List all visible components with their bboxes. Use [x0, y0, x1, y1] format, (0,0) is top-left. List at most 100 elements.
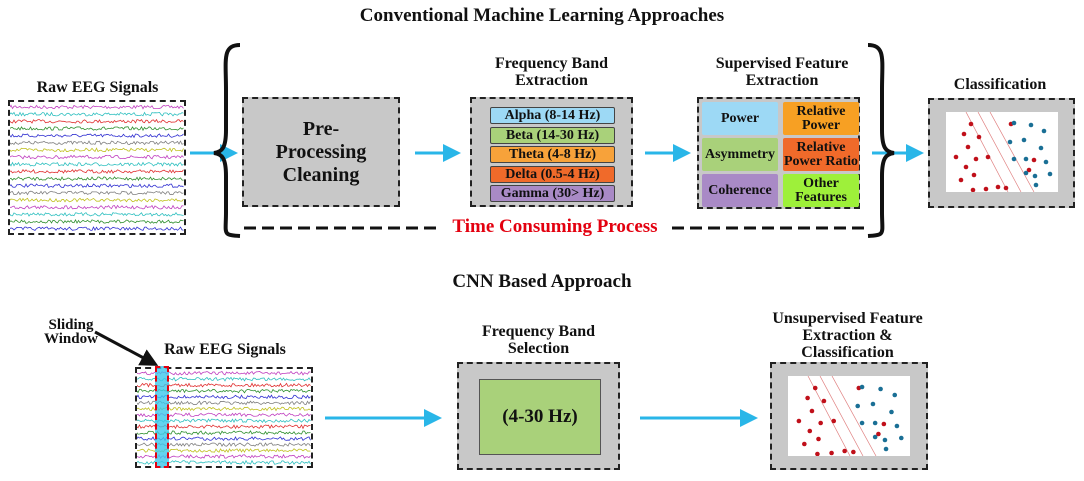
class-b-point: [872, 434, 878, 440]
feature-asymmetry: Asymmetry: [702, 138, 778, 171]
class-a-point: [970, 187, 976, 192]
class-a-point: [809, 408, 815, 414]
class-a-point: [796, 418, 802, 424]
eeg-channel-trace: [10, 161, 184, 167]
class-b-point: [889, 409, 894, 415]
class-b-point: [855, 403, 861, 409]
sliding-window-pointer: [94, 330, 159, 366]
class-b-point: [859, 420, 865, 426]
class-b-point: [1011, 120, 1017, 126]
class-b-point: [1023, 156, 1029, 162]
eeg-channel-trace: [10, 154, 184, 160]
class-a-point: [829, 450, 834, 456]
sliding-window[interactable]: [155, 366, 169, 468]
preprocessing-label: Pre-Processing Cleaning: [275, 117, 367, 186]
class-a-point: [812, 385, 818, 391]
class-a-point: [961, 131, 967, 137]
class-a-point: [815, 451, 820, 456]
class-a-point: [1026, 167, 1032, 173]
class-a-point: [963, 164, 969, 170]
classification-title: Classification: [953, 76, 1047, 93]
class-a-point: [851, 449, 856, 455]
class-b-point: [1023, 170, 1029, 176]
cnn-classification-scatter: [788, 376, 910, 456]
class-b-point: [1007, 139, 1013, 145]
class-a-point: [973, 156, 979, 162]
class-b-point: [1021, 137, 1027, 143]
class-b-point: [859, 384, 865, 390]
eeg-channel-trace: [10, 204, 184, 210]
class-a-point: [816, 436, 821, 442]
classification-box: [928, 98, 1075, 208]
conventional-title: Conventional Machine Learning Approaches: [359, 5, 725, 26]
eeg-channel-trace: [10, 104, 184, 110]
eeg-channel-trace: [10, 211, 184, 217]
class-a-point: [976, 134, 982, 140]
eeg-channel-trace: [10, 118, 184, 124]
class-b-point: [1047, 171, 1053, 177]
class-a-point: [968, 121, 974, 127]
feature-coherence: Coherence: [702, 174, 778, 207]
feature-power: Power: [702, 102, 778, 135]
eeg-channel-trace: [10, 190, 184, 196]
classification-scatter: [946, 112, 1058, 192]
eeg-channel-trace: [10, 111, 184, 117]
class-b-point: [1038, 145, 1044, 151]
class-b-point: [898, 435, 904, 441]
band-delta: Delta (0.5-4 Hz): [490, 165, 615, 183]
class-b-point: [878, 386, 883, 392]
supervised-feature-title: Supervised Feature Extraction: [715, 55, 849, 89]
eeg-channel-trace: [10, 176, 184, 182]
freq-selection-box: (4-30 Hz): [457, 362, 620, 470]
unsupervised-title: Unsupervised Feature Extraction & Classi…: [772, 310, 923, 361]
freq-extraction-box: Alpha (8-14 Hz)Beta (14-30 Hz)Theta (4-8…: [470, 97, 633, 207]
class-b-point: [1033, 182, 1039, 188]
eeg-channel-trace: [10, 168, 184, 174]
eeg-channel-trace: [10, 147, 184, 153]
cnn-classification-box: [770, 362, 928, 470]
class-b-point: [1011, 156, 1017, 162]
preprocessing-box: Pre-Processing Cleaning: [242, 97, 400, 207]
decision-boundary: [819, 376, 864, 456]
time-consuming-label: Time Consuming Process: [452, 216, 658, 237]
cnn-title: CNN Based Approach: [452, 271, 632, 292]
eeg-channel-trace: [10, 140, 184, 146]
class-b-point: [882, 437, 888, 443]
feature-relative-power-ratio: Relative Power Ratio: [783, 138, 859, 171]
class-a-point: [953, 154, 959, 160]
raw-eeg-label: Raw EEG Signals: [36, 79, 159, 96]
class-a-point: [1031, 157, 1037, 163]
class-a-point: [805, 395, 810, 401]
class-a-point: [876, 431, 881, 437]
class-b-point: [892, 392, 898, 398]
class-b-point: [1041, 128, 1047, 134]
eeg-channel-trace: [10, 226, 184, 232]
sliding-window-label: Sliding Window: [44, 317, 98, 348]
band-theta: Theta (4-8 Hz): [490, 146, 615, 163]
class-b-point: [894, 423, 900, 429]
class-a-point: [995, 184, 1001, 190]
class-a-point: [881, 421, 887, 427]
band-gamma: Gamma (30> Hz): [490, 185, 615, 202]
class-a-point: [842, 448, 847, 454]
cnn-raw-eeg-label: Raw EEG Signals: [164, 341, 286, 358]
freq-extraction-title: Frequency Band Extraction: [494, 55, 609, 89]
class-a-point: [958, 177, 964, 183]
class-b-point: [1028, 122, 1034, 128]
eeg-channel-trace: [10, 183, 184, 188]
class-a-point: [831, 418, 837, 424]
class-a-point: [971, 172, 977, 178]
class-a-point: [965, 144, 971, 150]
class-b-point: [872, 420, 878, 426]
feature-relative-power: Relative Power: [783, 102, 859, 135]
eeg-channel-trace: [10, 133, 184, 139]
class-a-point: [1003, 185, 1009, 191]
class-b-point: [1043, 159, 1049, 165]
band-alpha: Alpha (8-14 Hz): [490, 107, 615, 124]
class-a-point: [983, 186, 989, 192]
right-brace: [867, 43, 895, 238]
decision-boundary: [977, 112, 1022, 192]
